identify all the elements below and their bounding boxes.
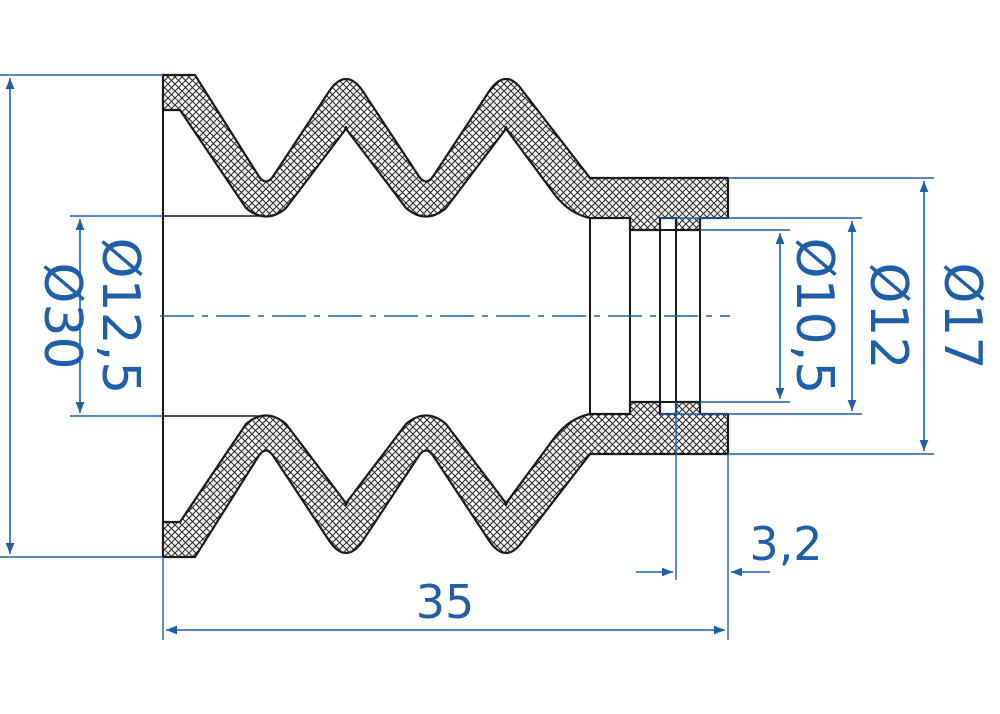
outer-diameter-label: Ø30 bbox=[32, 262, 92, 369]
dim-bore-diameter: Ø10,5 bbox=[700, 229, 844, 403]
collar-diameter-label: Ø17 bbox=[932, 262, 992, 369]
top-bellows-section bbox=[161, 73, 730, 232]
bottom-bellows-section bbox=[161, 400, 730, 559]
bore-diameter-label: Ø10,5 bbox=[784, 238, 844, 395]
inner-bellows-diameter-label: Ø12,5 bbox=[90, 238, 150, 395]
overall-length-label: 35 bbox=[416, 575, 475, 629]
dim-collar-diameter: Ø17 bbox=[728, 177, 992, 455]
groove-diameter-label: Ø12 bbox=[858, 262, 918, 369]
dim-inner-bellows-diameter: Ø12,5 bbox=[70, 215, 163, 417]
collar-wall-label: 3,2 bbox=[749, 517, 822, 571]
bellows-body bbox=[161, 73, 730, 559]
dim-collar-wall: 3,2 bbox=[636, 402, 823, 640]
dim-overall-length: 35 bbox=[162, 557, 725, 640]
dim-groove-diameter: Ø12 bbox=[660, 217, 918, 415]
